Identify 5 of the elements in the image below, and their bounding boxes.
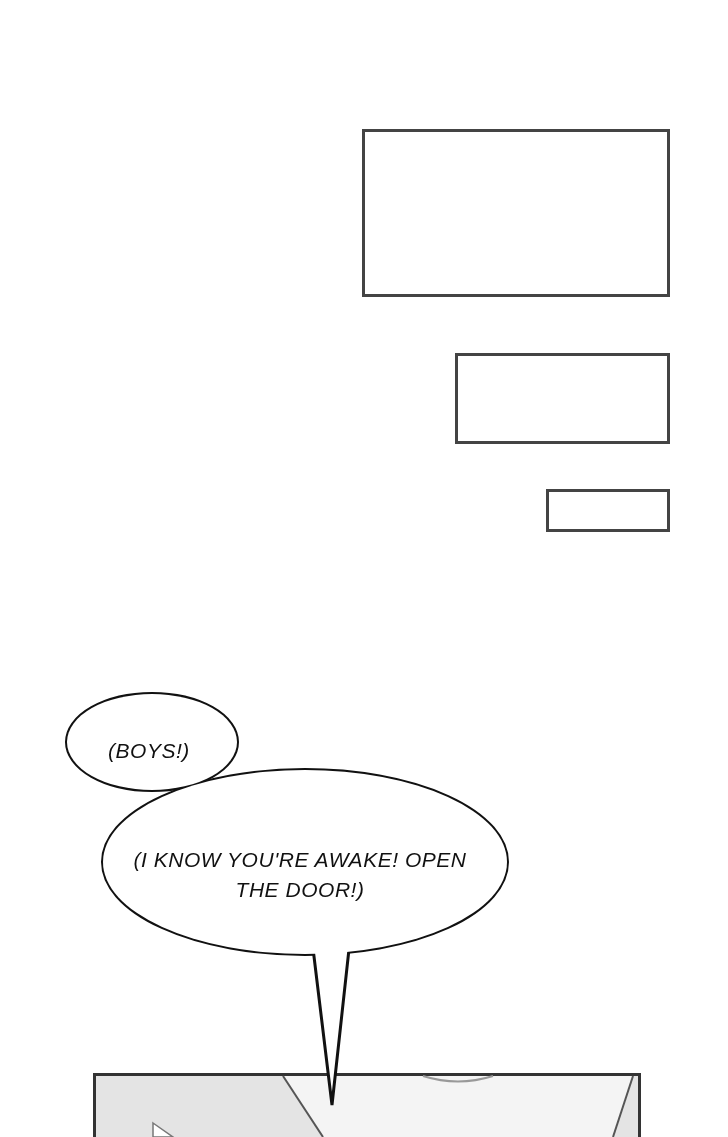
empty-panel [546,489,670,532]
empty-panel [362,129,670,297]
empty-panel [455,353,670,444]
speech-text: (BOYS!) [108,738,190,764]
speech-text: (I KNOW YOU'RE AWAKE! OPEN THE DOOR!) [132,847,468,903]
